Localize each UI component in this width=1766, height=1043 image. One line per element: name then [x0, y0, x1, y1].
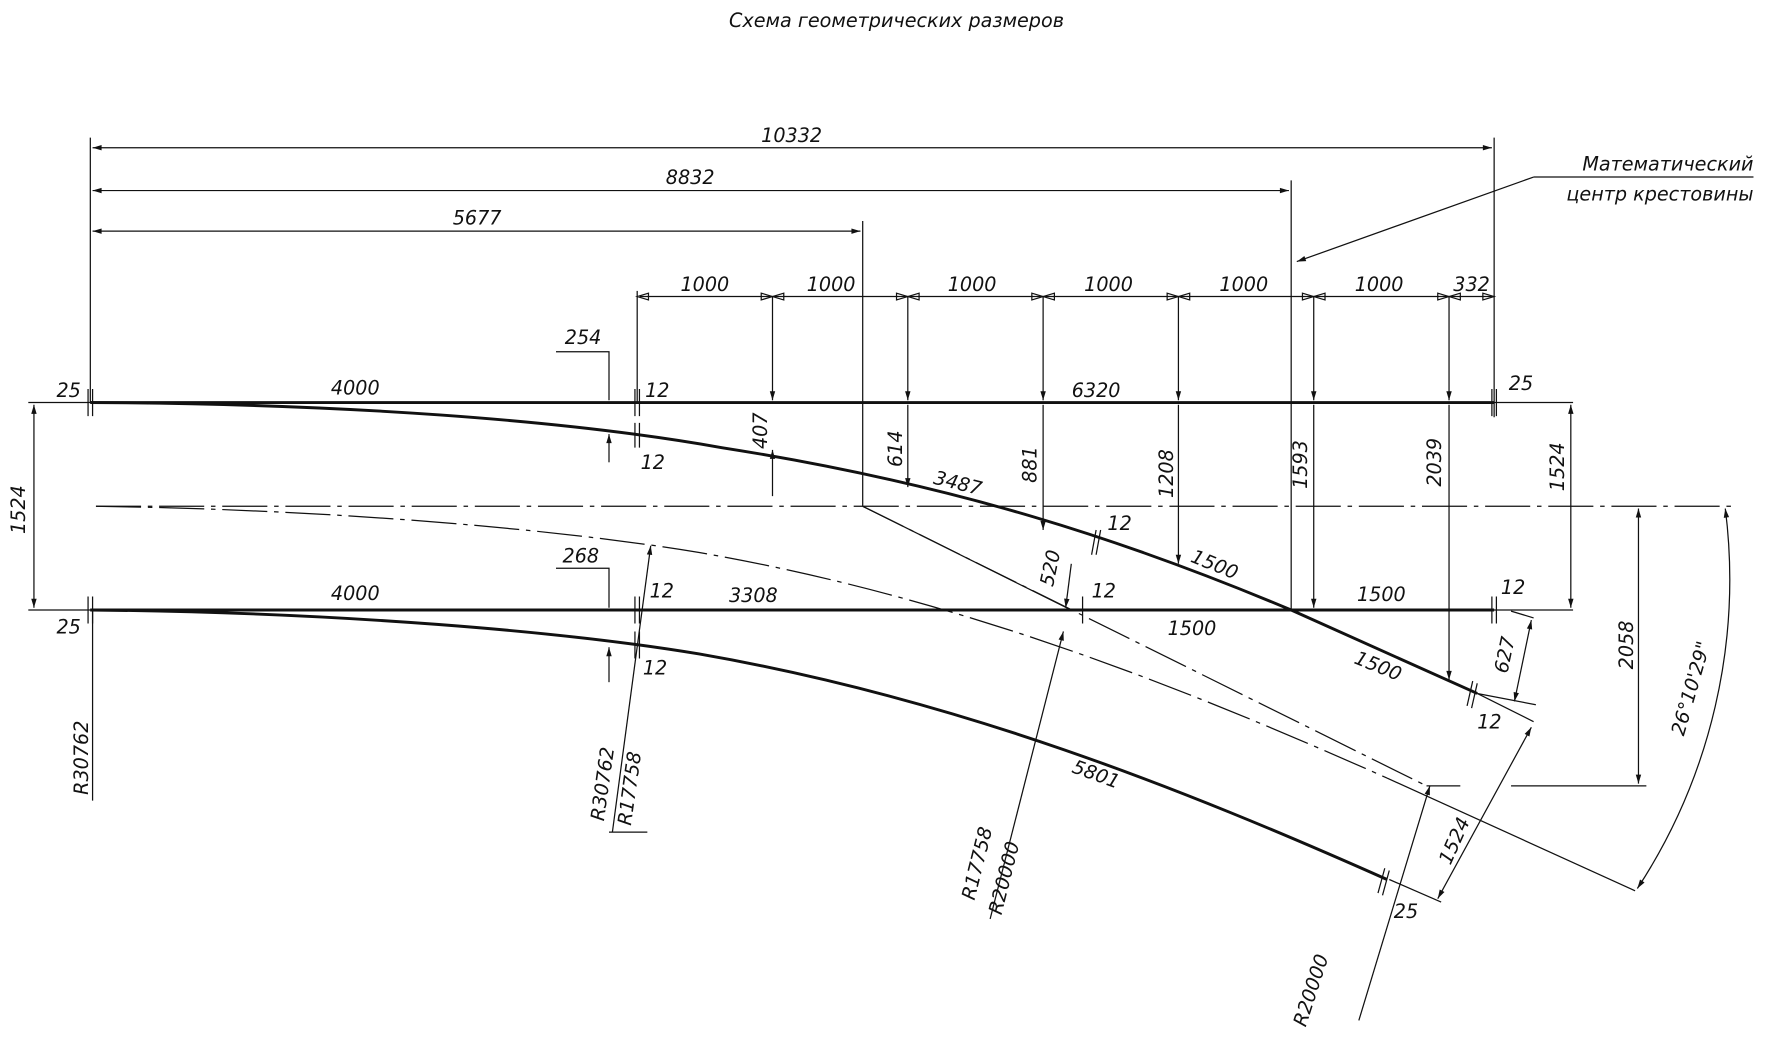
- ord-881: 881: [1018, 446, 1041, 483]
- len-1500: 1500: [1357, 583, 1406, 606]
- gap-12: 12: [1501, 576, 1525, 599]
- len-1500: 1500: [1168, 617, 1217, 640]
- ord-1208: 1208: [1155, 449, 1178, 498]
- station-7: 332: [1453, 273, 1490, 296]
- dim-627: 627: [1490, 634, 1520, 675]
- ord-614: 614: [884, 430, 907, 467]
- rail-labels: 25 25 25 25 4000 4000 6320 3487 3308 150…: [56, 326, 1533, 923]
- angle-label: 26°10'29": [1666, 639, 1715, 738]
- gap-25: 25: [1509, 372, 1533, 395]
- len-4000: 4000: [331, 377, 380, 400]
- len-1500: 1500: [1351, 646, 1405, 686]
- leaders: [556, 351, 1065, 920]
- dim-10332: 10332: [761, 124, 822, 147]
- dim-5677: 5677: [453, 206, 503, 229]
- callout-line2: центр крестовины: [1566, 183, 1753, 206]
- gap-25: 25: [56, 379, 80, 402]
- radius-r17758: R17758: [613, 750, 646, 827]
- dim-8832: 8832: [666, 166, 715, 189]
- station-1: 1000: [680, 273, 729, 296]
- dim-2058: 2058: [1615, 621, 1638, 670]
- radius-labels: R30762 R30762 R17758 R17758 R20000 R2000…: [70, 610, 1333, 1029]
- station-5: 1000: [1219, 273, 1268, 296]
- offset-268: 268: [563, 545, 600, 568]
- gauge-1524-right: 1524: [1546, 442, 1569, 491]
- frog-angle: 26°10'29": [1636, 508, 1731, 889]
- overall-dimensions: 10332 8832 5677: [89, 124, 1495, 611]
- radius-r30762: R30762: [70, 721, 93, 795]
- gap-12: 12: [1092, 580, 1116, 603]
- dim-520: 520: [1035, 548, 1065, 589]
- offset-254: 254: [565, 326, 602, 349]
- gap-12: 12: [641, 451, 665, 474]
- drawing-title: Схема геометрических размеров: [729, 9, 1064, 32]
- gap-12: 12: [1477, 710, 1501, 733]
- ordinate-dimensions: 407 614 881 1208 1593 2039: [749, 296, 1452, 680]
- gauge-1524-left: 1524: [7, 485, 30, 534]
- rails: [28, 389, 1731, 896]
- station-4: 1000: [1084, 273, 1133, 296]
- gap-12: 12: [1107, 512, 1131, 535]
- gap-25: 25: [1394, 900, 1418, 923]
- len-6320: 6320: [1072, 379, 1121, 402]
- station-6: 1000: [1355, 273, 1404, 296]
- gap-12: 12: [643, 656, 667, 679]
- gap-12: 12: [650, 580, 674, 603]
- station-2: 1000: [807, 273, 856, 296]
- crossing-center-callout: Математический центр крестовины: [1296, 152, 1753, 263]
- radius-r20000: R20000: [1289, 951, 1334, 1029]
- ord-2039: 2039: [1423, 438, 1446, 487]
- gauge-dimensions: 1524 1524 2058 627 520 1524: [7, 404, 1647, 1021]
- callout-line1: Математический: [1582, 152, 1753, 175]
- len-4000: 4000: [331, 582, 380, 605]
- ord-1593: 1593: [1289, 440, 1312, 489]
- gap-25: 25: [56, 616, 80, 639]
- len-5801: 5801: [1069, 755, 1123, 793]
- station-3: 1000: [948, 273, 997, 296]
- ord-407: 407: [749, 412, 772, 449]
- station-dimensions: 1000 1000 1000 1000 1000 1000 332: [635, 273, 1497, 403]
- len-3308: 3308: [729, 584, 778, 607]
- gap-12: 12: [645, 379, 669, 402]
